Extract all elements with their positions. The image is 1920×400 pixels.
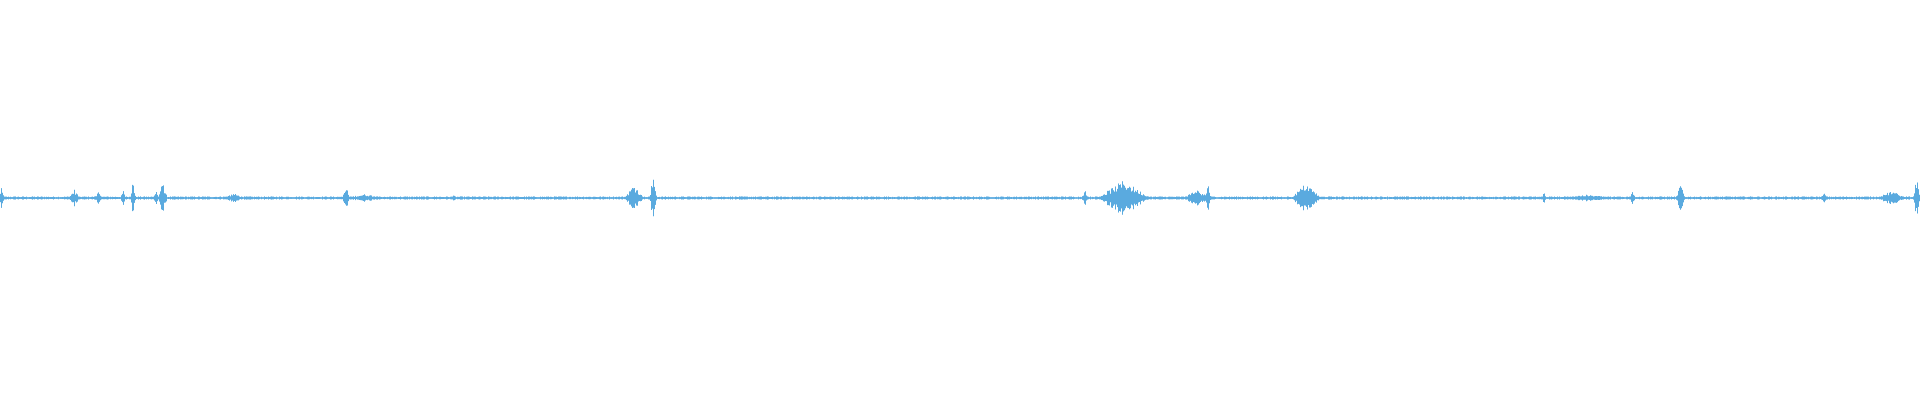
waveform-signal xyxy=(0,179,1920,217)
